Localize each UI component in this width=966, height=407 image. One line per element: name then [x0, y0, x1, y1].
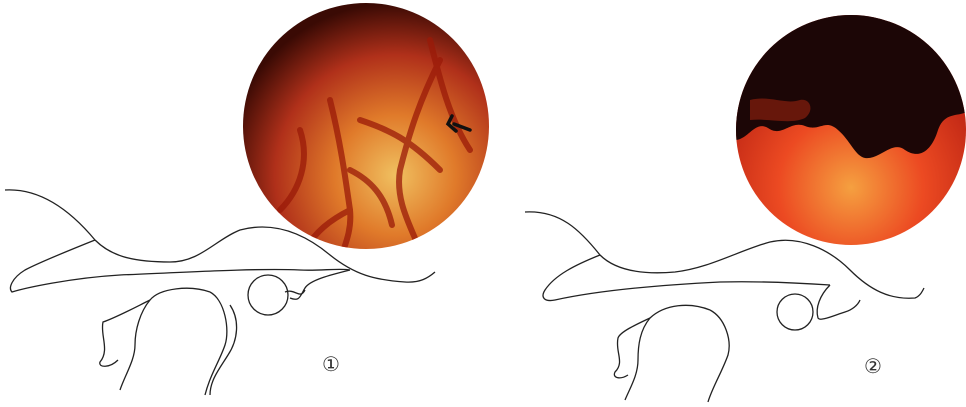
fundus-image-1	[243, 3, 489, 260]
figure-1-drawing	[0, 0, 500, 407]
figure-label-2: ②	[864, 354, 882, 378]
figure-label-1: ①	[322, 352, 340, 376]
fundus-image-2	[730, 10, 966, 245]
figure-2: ②	[500, 0, 966, 407]
figure-1: ①	[0, 0, 500, 407]
figure-2-drawing	[500, 0, 966, 407]
